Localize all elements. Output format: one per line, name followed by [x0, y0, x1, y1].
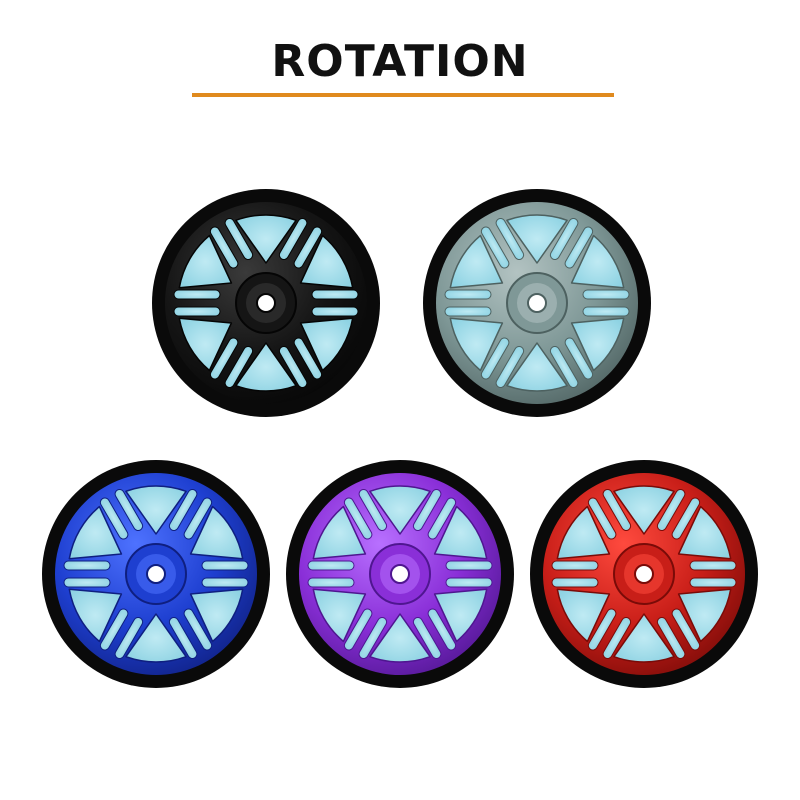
wheel-black — [150, 187, 382, 419]
page-title: ROTATION — [271, 36, 529, 87]
wheel-gray — [421, 187, 653, 419]
wheel-blue — [40, 458, 272, 690]
wheel-purple — [284, 458, 516, 690]
wheel-red — [528, 458, 760, 690]
title-underline — [192, 93, 614, 97]
